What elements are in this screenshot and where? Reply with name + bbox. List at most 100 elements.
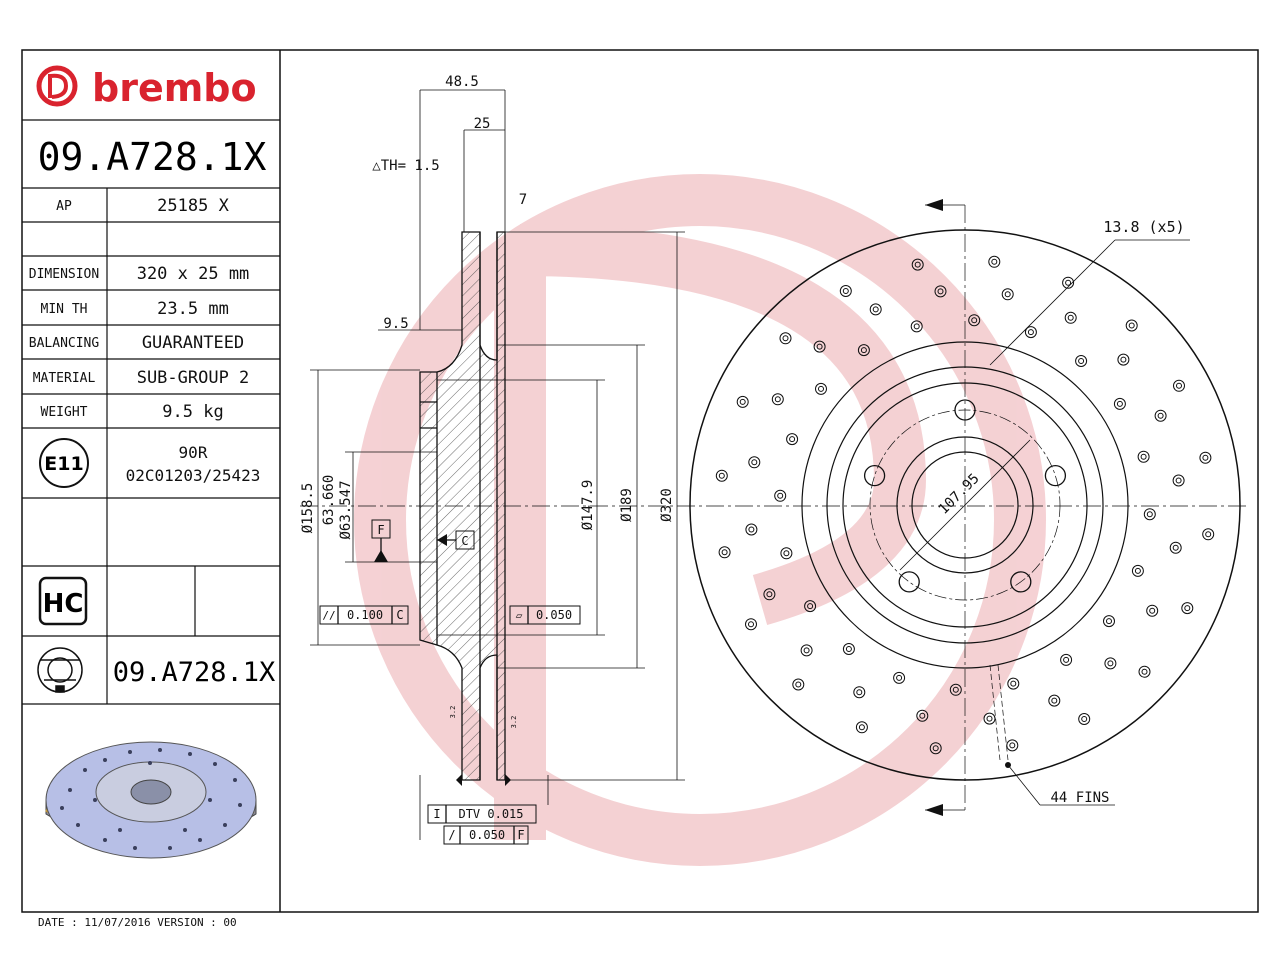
drill-hole	[745, 618, 757, 631]
drill-hole	[1146, 604, 1159, 617]
holes-label: 13.8 (x5)	[1103, 218, 1184, 236]
disc-3d-illustration	[45, 741, 257, 859]
spec-value-dimension: 320 x 25 mm	[137, 264, 250, 284]
dim-hat-offset: 9.5	[383, 316, 408, 332]
drill-hole	[1173, 379, 1185, 392]
dim-thickness: 25	[474, 116, 491, 132]
drill-hole	[1143, 508, 1156, 521]
disc-profile-icon	[37, 647, 83, 693]
spec-value-min-th: 23.5 mm	[157, 299, 229, 319]
bolt-hole	[954, 399, 976, 421]
drill-hole	[855, 721, 868, 734]
drill-hole	[857, 344, 870, 357]
approval-mark: E11 90R 02C01203/25423	[39, 438, 261, 488]
tol-parallel: 0.100	[347, 608, 383, 622]
drill-hole	[780, 547, 793, 560]
spec-table	[22, 119, 280, 705]
brembo-logo: brembo	[36, 65, 257, 110]
fins-label: 44 FINS	[1050, 790, 1109, 806]
dim-d158: Ø158.5	[300, 483, 316, 534]
drill-hole	[1125, 319, 1138, 332]
bolt-hole	[863, 464, 886, 487]
drill-hole	[715, 469, 728, 482]
drill-hole	[800, 644, 813, 657]
spec-label-weight: WEIGHT	[41, 405, 88, 420]
footer-date-version: DATE : 11/07/2016 VERSION : 00	[38, 916, 237, 929]
drill-hole	[1202, 528, 1215, 541]
drill-hole	[988, 255, 1001, 268]
drill-hole	[983, 712, 996, 725]
dim-d189: Ø189	[619, 488, 635, 522]
drill-hole	[1199, 451, 1212, 464]
dim-d147: Ø147.9	[580, 480, 596, 531]
spec-rows: AP 25185 X DIMENSION 320 x 25 mm MIN TH …	[29, 196, 250, 422]
spec-label-balancing: BALANCING	[29, 336, 100, 351]
drill-hole	[774, 489, 787, 502]
drill-hole	[1075, 355, 1088, 367]
drill-hole	[1064, 311, 1077, 324]
drill-hole	[779, 332, 792, 345]
hat-outer-edge	[801, 341, 1129, 669]
drill-hole	[718, 546, 731, 559]
drill-hole	[736, 395, 749, 408]
drill-hole	[792, 678, 805, 691]
spec-value-material: SUB-GROUP 2	[137, 368, 250, 388]
spec-value-balancing: GUARANTEED	[142, 333, 244, 353]
dim-d320: Ø320	[659, 488, 675, 522]
spec-label-material: MATERIAL	[33, 371, 96, 386]
drill-hole	[1181, 602, 1194, 615]
brand-name: brembo	[92, 66, 257, 110]
drill-hole	[869, 303, 882, 316]
dim-d63-547: Ø63.547	[338, 480, 354, 539]
drill-hole	[949, 683, 962, 696]
drill-hole	[934, 285, 947, 298]
hc-mark: HC	[38, 576, 88, 626]
drill-hole	[1062, 276, 1075, 289]
tol-runout-ref: F	[517, 828, 524, 842]
spec-label-ap: AP	[56, 199, 72, 214]
drill-hole	[1137, 450, 1150, 463]
drill-hole	[815, 382, 827, 395]
bolt-hole	[1044, 464, 1067, 487]
drill-hole	[893, 671, 906, 684]
drill-hole	[842, 643, 855, 655]
roughness-right: 3.2	[510, 716, 518, 729]
drill-hole	[853, 686, 866, 699]
drill-hole	[771, 393, 784, 406]
dim-th-delta: △TH= 1.5	[372, 158, 439, 174]
bolt-hole	[898, 571, 920, 593]
approval-mark-text: E11	[44, 453, 83, 475]
dim-plate: 7	[519, 192, 527, 208]
drill-hole	[1103, 615, 1115, 628]
drill-hole	[1024, 326, 1037, 339]
section-view	[300, 89, 1250, 845]
drill-hole	[911, 258, 924, 271]
section-dimension-labels: 48.5 25 △TH= 1.5 7 9.5 Ø158.5 63.660 Ø63…	[300, 74, 675, 842]
bolt-holes	[863, 399, 1067, 593]
drill-hole	[916, 709, 929, 722]
drill-hole	[1007, 677, 1020, 690]
drill-hole	[910, 320, 923, 333]
drill-hole	[1006, 739, 1019, 752]
drill-hole	[786, 433, 799, 446]
parallel-symbol: //	[322, 609, 335, 622]
drill-hole	[1138, 665, 1151, 678]
footer-part-number: 09.A728.1X	[113, 657, 276, 688]
flatness-symbol: ▱	[516, 609, 523, 622]
part-number: 09.A728.1X	[38, 135, 267, 179]
dtv-symbol: I	[433, 807, 440, 821]
tol-parallel-ref: C	[396, 608, 403, 622]
datum-f: F	[377, 523, 384, 537]
drill-hole	[1172, 474, 1185, 487]
tol-runout: 0.050	[469, 828, 505, 842]
drill-hole	[1001, 288, 1014, 301]
roughness-left: 3.2	[449, 706, 457, 719]
front-view	[689, 204, 1241, 811]
drill-hole	[1154, 409, 1167, 422]
sheet-border	[21, 49, 1259, 913]
drill-holes	[715, 255, 1215, 755]
runout-symbol: /	[448, 828, 455, 842]
drill-hole	[1169, 541, 1182, 554]
approval-line2: 02C01203/25423	[126, 466, 261, 485]
hc-text: HC	[43, 589, 84, 619]
